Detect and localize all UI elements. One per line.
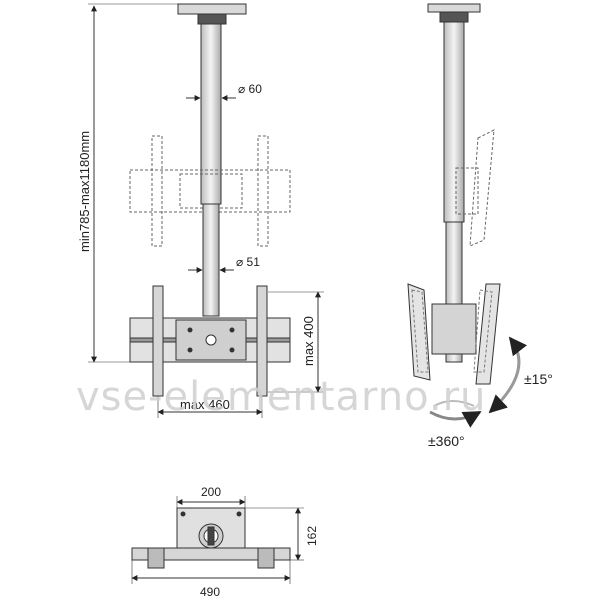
rotation-label: ±360°: [428, 433, 465, 449]
base-width-label: 200: [201, 485, 221, 499]
clamp-span-label: 490: [200, 585, 220, 599]
tilt-arrow: [488, 336, 528, 414]
bracket-width-label: max 460: [180, 397, 230, 412]
lower-diameter-label: ⌀ 51: [236, 255, 260, 269]
base-depth-label: 162: [305, 526, 319, 546]
rotation-arrow: [429, 410, 482, 428]
side-view: [407, 3, 528, 428]
pole-lower: [202, 203, 220, 317]
clamp-bar: [131, 547, 291, 561]
watermark: vse-elementarno.ru: [76, 374, 486, 420]
front-view: [88, 3, 324, 418]
side-pole-upper: [443, 21, 465, 223]
ceiling-plate: [177, 3, 247, 15]
pole-upper: [200, 23, 222, 205]
tilt-label: ±15°: [524, 371, 553, 387]
height-range-label: min785-max1180mm: [77, 131, 92, 252]
bracket-height-label: max 400: [301, 316, 316, 366]
lower-bracket: [129, 285, 291, 397]
upper-diameter-label: ⌀ 60: [238, 82, 262, 96]
base-plate-view: [131, 496, 304, 584]
